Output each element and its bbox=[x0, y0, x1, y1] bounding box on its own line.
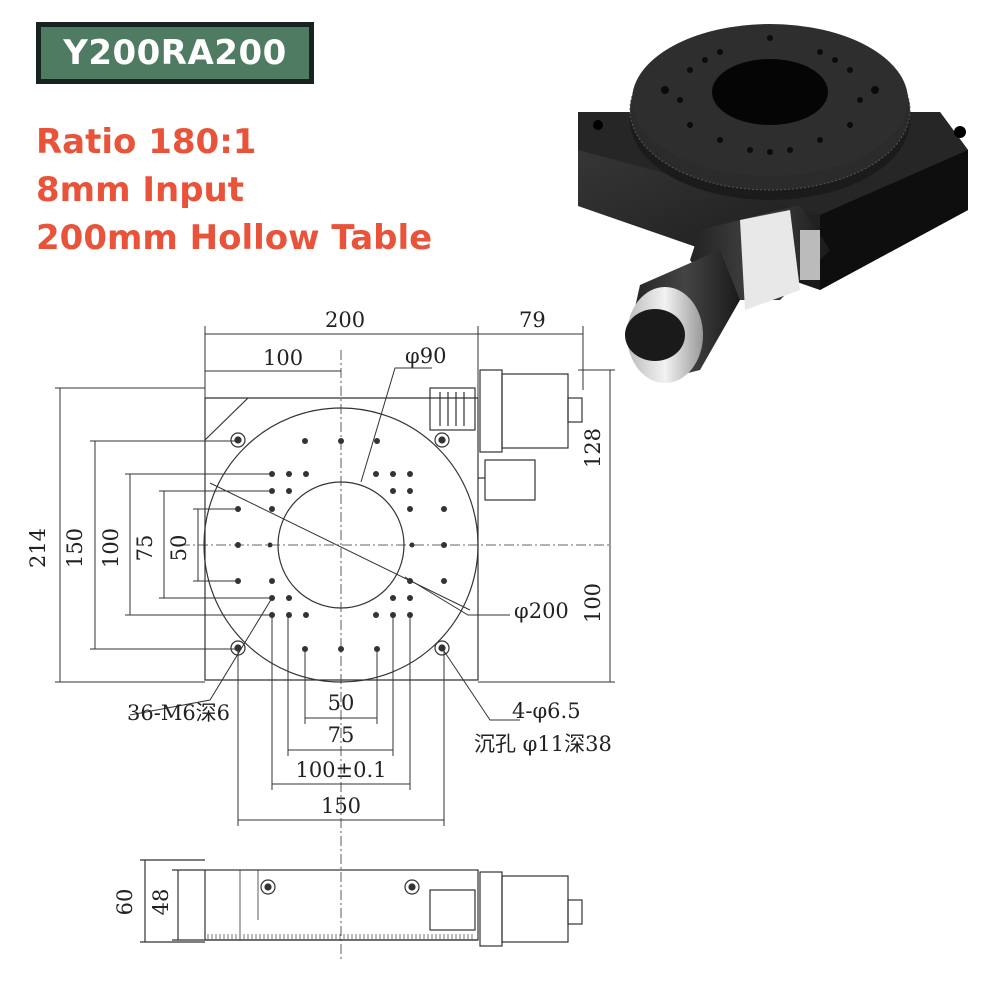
dim-v150: 150 bbox=[63, 528, 87, 568]
dim-v75: 75 bbox=[133, 535, 157, 562]
top-view bbox=[180, 350, 612, 960]
dim-h150: 150 bbox=[321, 794, 361, 818]
dimension-labels: 200 79 100 φ90 214 150 100 75 50 128 φ20… bbox=[26, 308, 612, 915]
dim-h100: 100±0.1 bbox=[295, 758, 386, 782]
dim-half-width: 100 bbox=[263, 346, 303, 370]
mount-hole-group bbox=[230, 432, 450, 656]
table-holes bbox=[661, 35, 879, 155]
model-badge: Y200RA200 bbox=[36, 22, 314, 84]
note-counterbore: 沉孔 φ11深38 bbox=[474, 732, 612, 756]
side-view bbox=[140, 859, 583, 947]
dim-motor-offset: 128 bbox=[581, 428, 605, 468]
spec-table: 200mm Hollow Table bbox=[36, 218, 433, 258]
dim-side-body: 48 bbox=[149, 889, 173, 916]
model-name: Y200RA200 bbox=[41, 27, 309, 79]
note-thread-holes: 36-M6深6 bbox=[127, 701, 230, 725]
dim-table-dia: φ200 bbox=[514, 599, 569, 623]
dim-h75: 75 bbox=[328, 723, 355, 747]
dim-hollow-dia: φ90 bbox=[405, 344, 446, 368]
dim-motor-length: 79 bbox=[519, 308, 546, 332]
thread-holes bbox=[235, 438, 447, 652]
dim-lower-100: 100 bbox=[581, 583, 605, 623]
dim-side-total: 60 bbox=[113, 889, 137, 916]
dim-h50: 50 bbox=[328, 691, 355, 715]
dim-v100: 100 bbox=[99, 528, 123, 568]
spec-ratio: Ratio 180:1 bbox=[36, 122, 257, 162]
gear-rack bbox=[207, 934, 473, 940]
dim-v50: 50 bbox=[167, 535, 191, 562]
spec-list: Ratio 180:1 8mm Input 200mm Hollow Table bbox=[36, 118, 432, 262]
spec-input: 8mm Input bbox=[36, 170, 245, 210]
product-photo bbox=[578, 24, 968, 383]
dimension-lines bbox=[55, 326, 615, 826]
dim-top-width: 200 bbox=[325, 308, 365, 332]
note-mount-holes: 4-φ6.5 bbox=[512, 699, 581, 723]
dim-total-height: 214 bbox=[26, 528, 50, 568]
